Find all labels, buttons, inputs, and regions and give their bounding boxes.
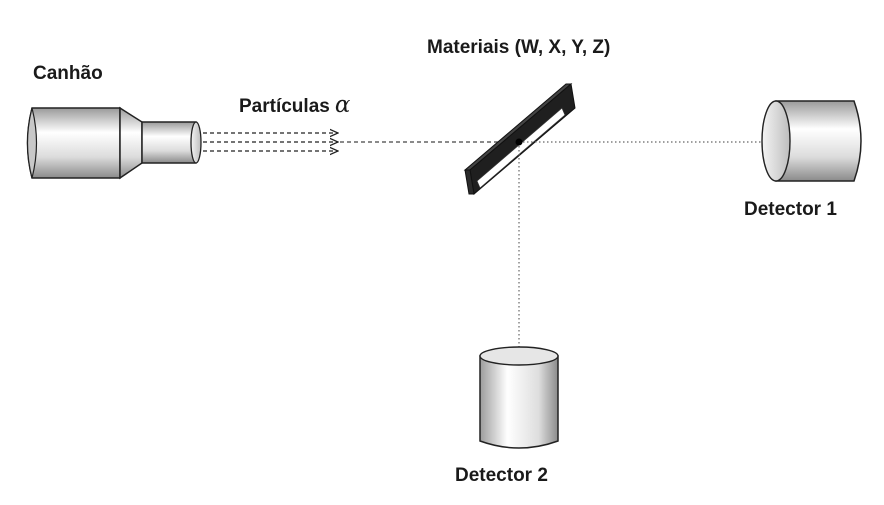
detector-2-label: Detector 2 [455,465,548,486]
cannon-label: Canhão [33,63,103,84]
detector-1-face [761,100,791,182]
detector-1-label: Detector 1 [744,199,837,220]
cannon-nozzle-opening [190,121,202,164]
target-plate-edge [464,169,475,195]
cannon-body [26,107,121,179]
material-target [463,83,576,195]
cannon-taper [119,106,143,180]
target-plate-face [476,107,566,189]
impact-point [515,138,523,146]
materials-label: Materiais (W, X, Y, Z) [427,37,610,58]
detector-1 [761,100,862,182]
detector-1-body [775,100,862,182]
cannon-back-cap [26,107,38,179]
alpha-symbol: α [335,92,351,118]
detector-2-face [479,346,559,366]
detector-2-body [479,355,559,449]
cannon [26,106,202,180]
detector-2 [479,346,559,449]
alpha-beams [203,133,519,151]
particles-label-text: Partículas [239,96,330,117]
